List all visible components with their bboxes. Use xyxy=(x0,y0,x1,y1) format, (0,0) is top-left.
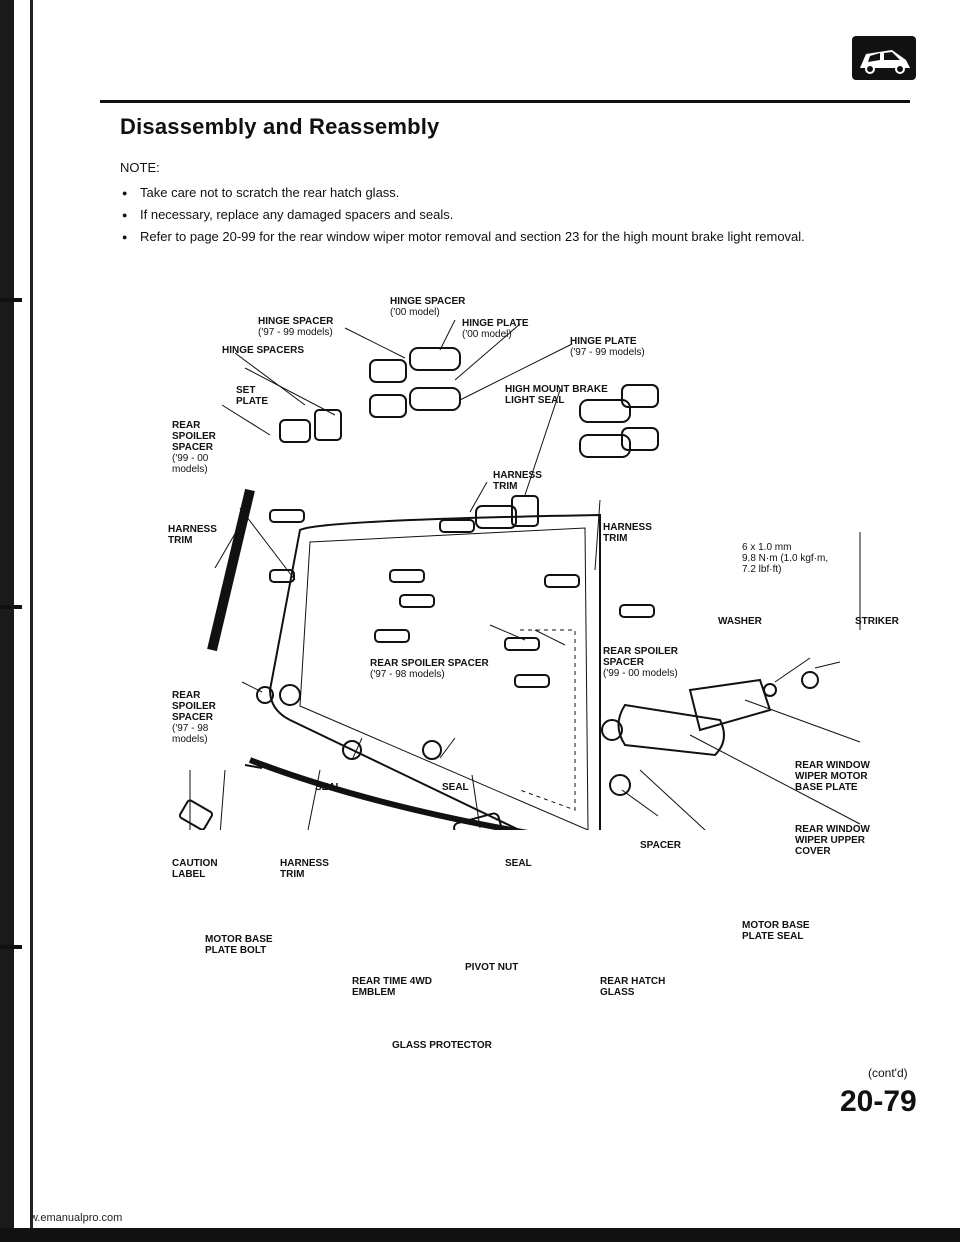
hinge-plate-part xyxy=(579,399,631,423)
harness-trim-left-part xyxy=(207,488,255,652)
spoiler-spacer-clip xyxy=(269,509,305,523)
glass-protector-strip xyxy=(248,757,529,830)
label-striker: STRIKER xyxy=(855,616,899,627)
label-hinge-spacers: HINGE SPACERS xyxy=(222,345,305,356)
label-spacer: SPACER xyxy=(640,840,681,851)
spoiler-spacer-clip xyxy=(504,637,540,651)
hinge-spacer-part xyxy=(369,394,407,418)
rear-hatch-glass-inner xyxy=(299,527,589,830)
label-rear-spoiler-spacer-97-center: REAR SPOILER SPACER('97 - 98 models) xyxy=(370,658,489,680)
hinge-spacer-part xyxy=(621,384,659,408)
spoiler-spacer-clip xyxy=(389,569,425,583)
label-hinge-plate-00: HINGE PLATE('00 model) xyxy=(462,318,529,340)
spoiler-spacer-clip xyxy=(374,629,410,643)
spoiler-spacer-clip xyxy=(619,604,655,618)
note-list: Take care not to scratch the rear hatch … xyxy=(120,182,805,248)
page-edge-mark xyxy=(0,945,22,949)
label-washer: WASHER xyxy=(718,616,762,627)
label-harness-trim-left: HARNESS TRIM xyxy=(168,524,217,546)
page-number: 20-79 xyxy=(840,1085,917,1118)
page-title: Disassembly and Reassembly xyxy=(120,114,440,139)
wiper-upper-cover-part xyxy=(617,703,725,757)
label-seal: SEAL xyxy=(315,782,342,793)
caution-label-part xyxy=(178,799,214,830)
pivot-nut-part xyxy=(601,719,623,741)
label-set-plate: SET PLATE xyxy=(236,385,269,407)
label-rear-spoiler-spacer-97-left: REAR SPOILER SPACER('97 - 98 models) xyxy=(172,690,216,745)
note-label: NOTE: xyxy=(120,160,160,175)
seal-part xyxy=(422,740,442,760)
header-rule xyxy=(100,100,910,103)
label-glass-protector: GLASS PROTECTOR xyxy=(392,1040,492,1051)
label-motor-base-plate-seal: MOTOR BASE PLATE SEAL xyxy=(742,920,810,942)
set-plate-part xyxy=(279,419,311,443)
wiper-base-plate-part xyxy=(688,678,772,732)
binding-edge xyxy=(0,0,14,1242)
watermark-url[interactable]: w.emanualpro.com xyxy=(30,1212,123,1224)
set-plate-part xyxy=(314,409,342,441)
rear-hatch-glass-outline xyxy=(268,513,601,830)
label-hinge-plate-97: HINGE PLATE('97 - 99 models) xyxy=(570,336,645,358)
page-edge-mark xyxy=(0,298,22,302)
label-wiper-motor-base-plate: REAR WINDOW WIPER MOTOR BASE PLATE xyxy=(795,760,870,793)
hinge-plate-part xyxy=(409,347,461,371)
label-rear-time-4wd-emblem: REAR TIME 4WD EMBLEM xyxy=(352,976,432,998)
spoiler-spacer-clip xyxy=(269,569,295,583)
spoiler-spacer-clip xyxy=(439,519,475,533)
hinge-plate-part xyxy=(409,387,461,411)
label-pivot-nut: PIVOT NUT xyxy=(465,962,519,973)
rear-spoiler-spacer-part xyxy=(256,686,274,704)
label-hinge-spacer-00: HINGE SPACER('00 model) xyxy=(390,296,466,318)
glass-dashed-area xyxy=(519,629,576,811)
exploded-view-diagram xyxy=(178,319,861,830)
page-edge-mark xyxy=(0,605,22,609)
footer-bar xyxy=(0,1228,960,1242)
hinge-plate-part xyxy=(579,434,631,458)
label-motor-base-plate-bolt: MOTOR BASE PLATE BOLT xyxy=(205,934,273,956)
label-seal: SEAL xyxy=(505,858,532,869)
label-harness-trim-right: HARNESS TRIM xyxy=(603,522,652,544)
note-item: If necessary, replace any damaged spacer… xyxy=(120,204,805,226)
label-rear-spoiler-spacer-99-left: REAR SPOILER SPACER('99 - 00 models) xyxy=(172,420,216,475)
label-hinge-spacer-97: HINGE SPACER('97 - 99 models) xyxy=(258,316,334,338)
spacer-part xyxy=(609,774,631,796)
label-rear-hatch-glass: REAR HATCH GLASS xyxy=(600,976,666,998)
emblem-part xyxy=(453,812,503,830)
brake-light-seal-part xyxy=(475,505,517,529)
brake-light-seal-part xyxy=(511,495,539,527)
binding-line xyxy=(30,0,33,1242)
label-high-mount-brake-light-seal: HIGH MOUNT BRAKE LIGHT SEAL xyxy=(505,384,608,406)
striker-part xyxy=(801,671,819,689)
washer-part xyxy=(763,683,777,697)
spoiler-spacer-clip xyxy=(514,674,550,688)
label-seal: SEAL xyxy=(442,782,469,793)
spoiler-spacer-clip xyxy=(544,574,580,588)
label-caution-label: CAUTION LABEL xyxy=(172,858,218,880)
continued-note: (cont'd) xyxy=(868,1066,908,1080)
rear-spoiler-spacer-part xyxy=(279,684,301,706)
note-item: Refer to page 20-99 for the rear window … xyxy=(120,226,805,248)
label-wiper-upper-cover: REAR WINDOW WIPER UPPER COVER xyxy=(795,824,870,857)
label-harness-trim-top: HARNESS TRIM xyxy=(493,470,542,492)
spoiler-spacer-clip xyxy=(399,594,435,608)
motor-base-plate-bolt-part xyxy=(244,764,263,769)
note-item: Take care not to scratch the rear hatch … xyxy=(120,182,805,204)
hinge-spacer-part xyxy=(369,359,407,383)
label-harness-trim-bottom: HARNESS TRIM xyxy=(280,858,329,880)
hatchback-car-icon xyxy=(852,36,916,80)
hinge-spacer-part xyxy=(621,427,659,451)
label-rear-spoiler-spacer-99-right: REAR SPOILER SPACER('99 - 00 models) xyxy=(603,646,679,679)
